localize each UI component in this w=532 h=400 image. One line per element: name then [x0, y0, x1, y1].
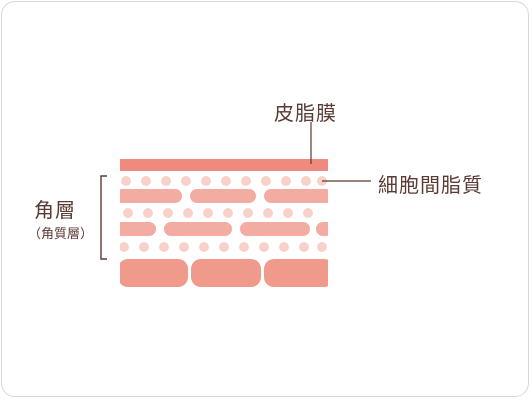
stratum-corneum-sublabel: （角質層） [28, 227, 94, 242]
lipid-dots-row-1 [121, 176, 327, 186]
lipid-dots-row-5 [120, 242, 327, 252]
stratum-corneum-bracket [100, 175, 107, 260]
intercellular-lipid-label: 細胞間脂質 [378, 173, 483, 197]
corneocyte-row-bottom [120, 259, 328, 287]
corneocyte-row-4 [120, 222, 328, 236]
sebum-film-label: 皮脂膜 [274, 101, 337, 125]
corneocyte-row-2 [120, 189, 328, 203]
sebum-film [120, 159, 328, 171]
stratum-corneum-label: 角層 [34, 198, 76, 222]
lipid-dots-row-3 [123, 208, 313, 218]
